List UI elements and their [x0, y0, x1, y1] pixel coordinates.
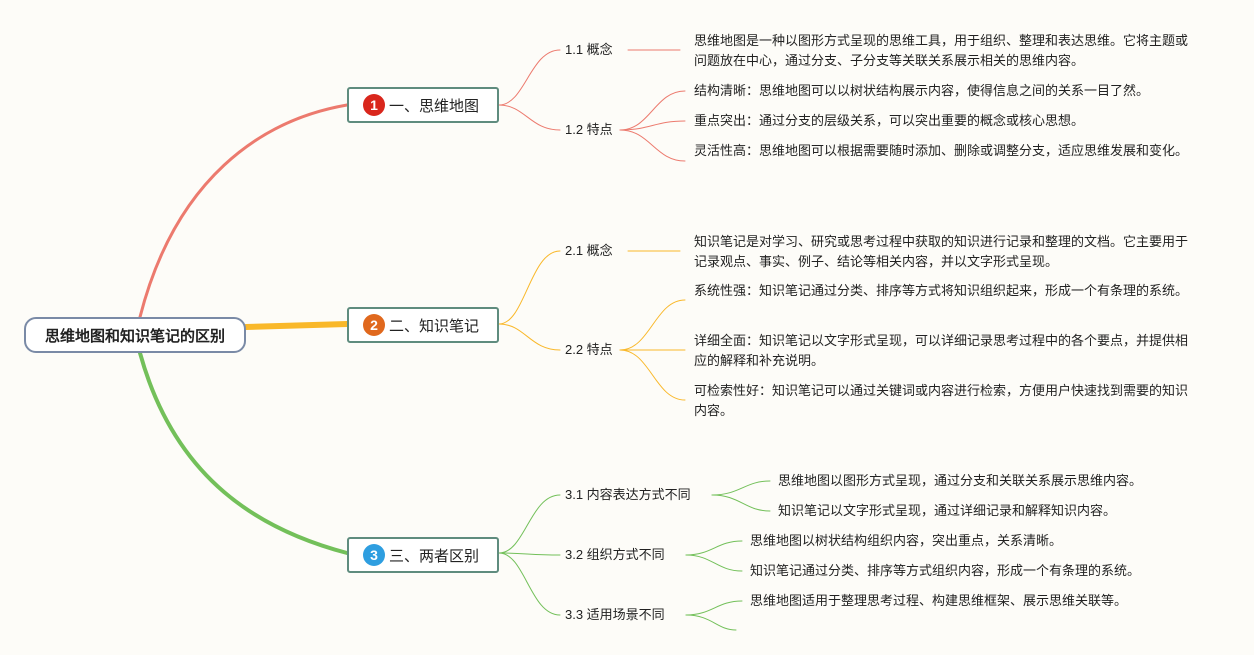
main-topic-knowledge-notes[interactable]: 2 二、知识笔记: [347, 307, 499, 343]
subtopic-1-2[interactable]: 1.2 特点: [565, 122, 613, 137]
leaf-topic[interactable]: 重点突出：通过分支的层级关系，可以突出重要的概念或核心思想。: [694, 113, 1085, 128]
leaf-topic[interactable]: 思维地图以树状结构组织内容，突出重点，关系清晰。: [750, 533, 1063, 548]
main-topic-label: 一、思维地图: [389, 97, 480, 115]
leaf-topic[interactable]: 知识笔记通过分类、排序等方式组织内容，形成一个有条理的系统。: [750, 563, 1141, 578]
leaf-topic[interactable]: 结构清晰：思维地图可以以树状结构展示内容，使得信息之间的关系一目了然。: [694, 83, 1150, 98]
leaf-topic[interactable]: 详细全面：知识笔记以文字形式呈现，可以详细记录思考过程中的各个要点，并提供相应的…: [694, 333, 1189, 368]
subtopic-3-2[interactable]: 3.2 组织方式不同: [565, 547, 665, 562]
leaf-topic[interactable]: 可检索性好：知识笔记可以通过关键词或内容进行检索，方便用户快速找到需要的知识内容…: [694, 383, 1189, 418]
subtopic-3-3[interactable]: 3.3 适用场景不同: [565, 607, 665, 622]
number-badge: 2: [363, 314, 385, 336]
number-badge: 3: [363, 544, 385, 566]
leaf-topic[interactable]: 思维地图是一种以图形方式呈现的思维工具，用于组织、整理和表达思维。它将主题或问题…: [694, 33, 1189, 68]
main-topic-mind-map[interactable]: 1 一、思维地图: [347, 87, 499, 123]
number-badge: 1: [363, 94, 385, 116]
leaf-topic[interactable]: 知识笔记是对学习、研究或思考过程中获取的知识进行记录和整理的文档。它主要用于记录…: [694, 234, 1189, 269]
root-topic[interactable]: 思维地图和知识笔记的区别: [24, 317, 246, 353]
subtopic-2-1[interactable]: 2.1 概念: [565, 243, 613, 258]
main-topic-label: 三、两者区别: [389, 547, 480, 565]
leaf-topic[interactable]: 思维地图以图形方式呈现，通过分支和关联关系展示思维内容。: [778, 473, 1143, 488]
leaf-topic[interactable]: 灵活性高：思维地图可以根据需要随时添加、删除或调整分支，适应思维发展和变化。: [694, 143, 1189, 158]
subtopic-2-2[interactable]: 2.2 特点: [565, 342, 613, 357]
main-topic-label: 二、知识笔记: [389, 317, 480, 335]
subtopic-3-1[interactable]: 3.1 内容表达方式不同: [565, 487, 691, 502]
leaf-topic[interactable]: 系统性强：知识笔记通过分类、排序等方式将知识组织起来，形成一个有条理的系统。: [694, 283, 1189, 298]
leaf-topic[interactable]: 知识笔记以文字形式呈现，通过详细记录和解释知识内容。: [778, 503, 1117, 518]
main-topic-differences[interactable]: 3 三、两者区别: [347, 537, 499, 573]
subtopic-1-1[interactable]: 1.1 概念: [565, 42, 613, 57]
leaf-topic[interactable]: 思维地图适用于整理思考过程、构建思维框架、展示思维关联等。: [750, 593, 1128, 608]
